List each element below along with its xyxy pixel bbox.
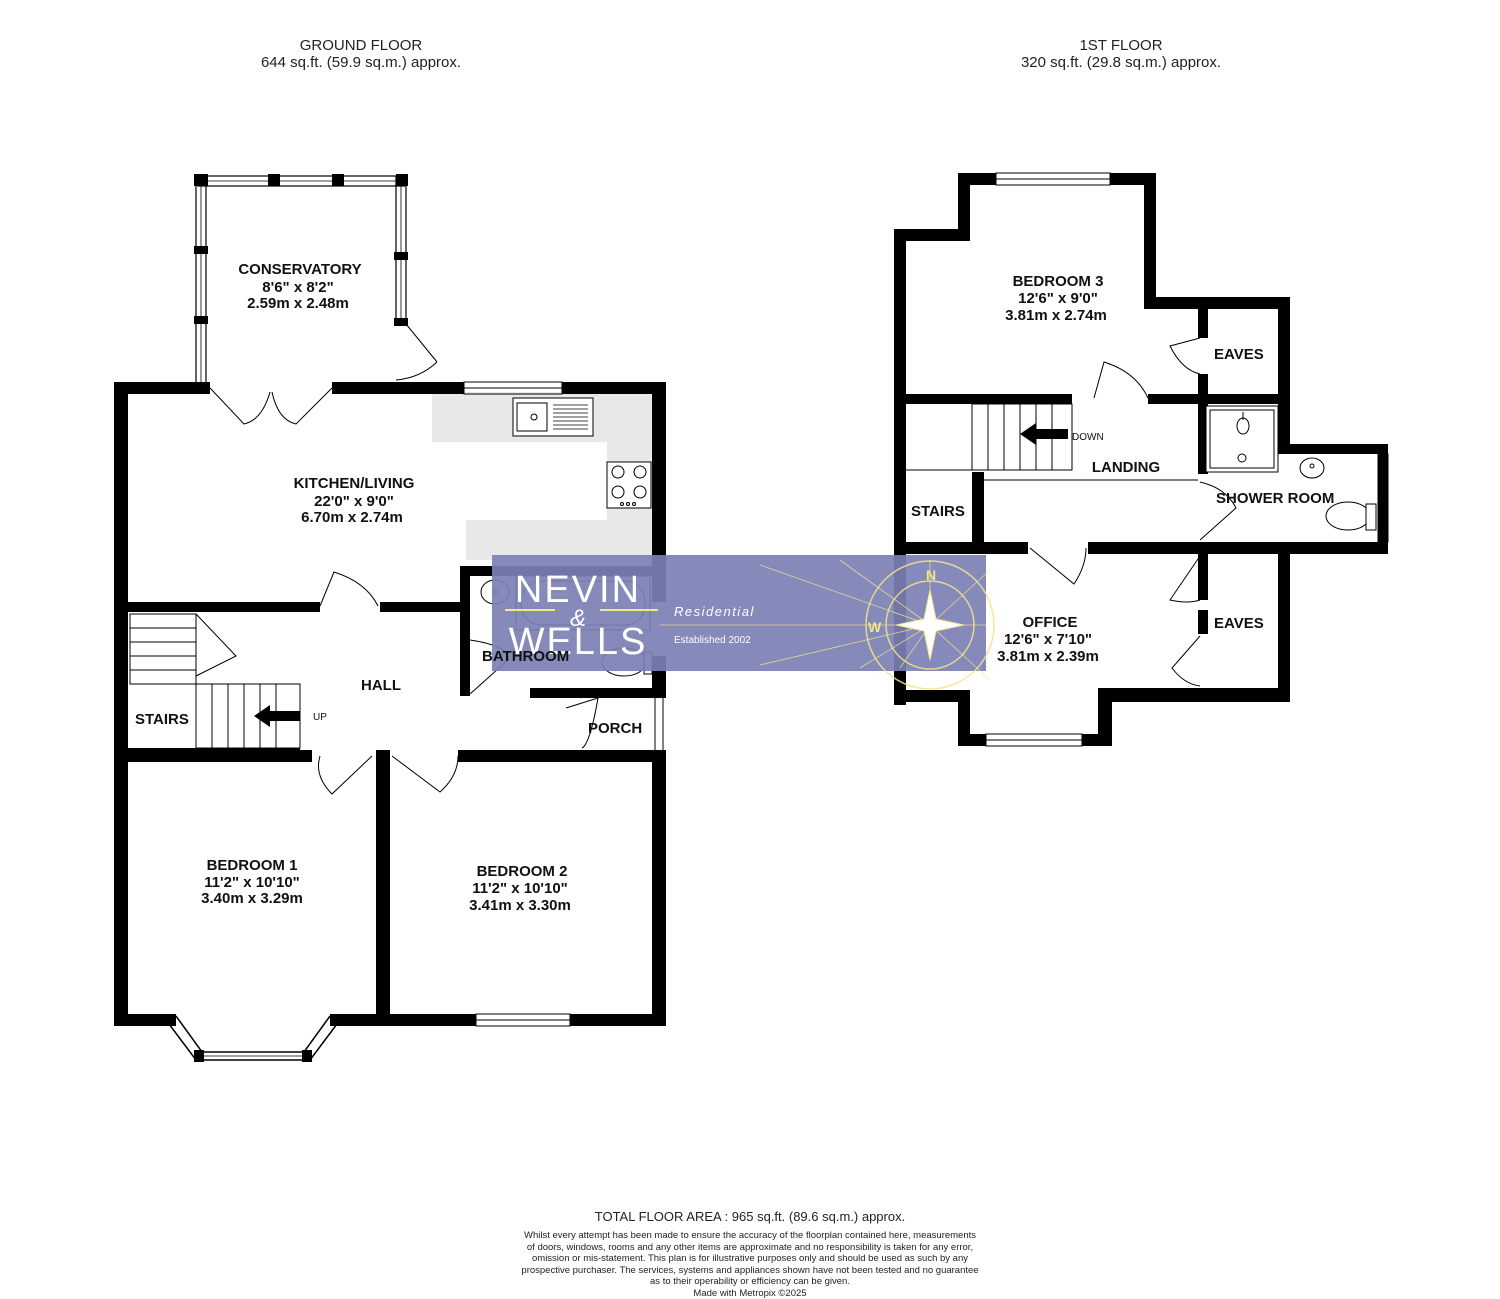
ground-stairs-label: STAIRS <box>135 711 189 728</box>
kitchen-hall-door <box>319 571 379 607</box>
hall-label: HALL <box>361 677 401 694</box>
kitchen-worktop-area <box>432 392 652 560</box>
watermark-tagline: Residential <box>674 604 755 619</box>
first-floor-title: 1ST FLOOR <box>1079 37 1163 54</box>
bedroom1-metric: 3.40m x 3.29m <box>201 890 303 907</box>
landing-label: LANDING <box>1092 459 1160 476</box>
eaves-upper-label: EAVES <box>1214 346 1264 363</box>
first-floor-stairs <box>906 403 1198 481</box>
watermark-wells: WELLS <box>509 621 648 663</box>
conservatory-name: CONSERVATORY <box>238 261 361 278</box>
first-floor-labels: BEDROOM 3 12'6" x 9'0" 3.81m x 2.74m OFF… <box>911 273 1334 665</box>
porch-label: PORCH <box>588 720 642 737</box>
first-floor-plan <box>894 172 1389 747</box>
first-floor-windows <box>985 172 1389 747</box>
watermark-amp: & <box>570 605 586 632</box>
bathroom-label: BATHROOM <box>482 648 569 665</box>
kitchen-hob <box>606 461 652 509</box>
conservatory-side-door <box>395 323 438 381</box>
first-floor-header: 1ST FLOOR 320 sq.ft. (29.8 sq.m.) approx… <box>996 37 1246 71</box>
disclaimer-line: of doors, windows, rooms and any other i… <box>526 1241 974 1253</box>
watermark-nevin: NEVIN <box>515 569 641 611</box>
disclaimer-line: Whilst every attempt has been made to en… <box>523 1230 977 1241</box>
shower-tray <box>1205 405 1279 473</box>
disclaimer: Whilst every attempt has been made to en… <box>480 1230 1020 1299</box>
bedroom1-name: BEDROOM 1 <box>207 857 298 874</box>
bedroom3-imperial: 12'6" x 9'0" <box>1018 290 1098 307</box>
bedroom2-metric: 3.41m x 3.30m <box>469 897 571 914</box>
office-metric: 3.81m x 2.39m <box>997 648 1099 665</box>
bedroom2-window <box>475 1013 571 1027</box>
watermark-rays <box>660 559 991 681</box>
bedroom1-imperial: 11'2" x 10'10" <box>204 874 300 891</box>
bedroom3-metric: 3.81m x 2.74m <box>1005 307 1107 324</box>
office-door <box>1029 547 1087 585</box>
shower-room-door <box>1199 481 1237 541</box>
ground-walls <box>114 382 666 1026</box>
disclaimer-line: as to their operability or efficiency ca… <box>650 1276 850 1287</box>
compass-rings <box>865 560 995 690</box>
conservatory-imperial: 8'6" x 8'2" <box>262 279 333 296</box>
watermark-established: Established 2002 <box>674 635 751 646</box>
stairs-up-arrow <box>254 705 300 727</box>
kitchen-metric: 6.70m x 2.74m <box>301 509 403 526</box>
watermark: N W NEVIN & WELLS Residential Establishe… <box>492 555 995 690</box>
disclaimer-line: prospective purchaser. The services, sys… <box>521 1264 979 1276</box>
compass-w: W <box>868 619 882 635</box>
stairs-down-arrow <box>1020 423 1068 445</box>
kitchen-sink <box>512 397 594 437</box>
kitchen-imperial: 22'0" x 9'0" <box>314 493 394 510</box>
eaves-lower-door-1 <box>1169 555 1201 603</box>
compass-n: N <box>926 567 936 583</box>
bedroom1-door <box>318 755 373 795</box>
shower-room-fixtures <box>1299 457 1377 531</box>
watermark-banner <box>492 555 986 671</box>
bedroom3-name: BEDROOM 3 <box>1013 273 1104 290</box>
shower-room-label: SHOWER ROOM <box>1216 490 1334 507</box>
ground-floor-title: GROUND FLOOR <box>299 37 423 54</box>
bedroom2-door <box>391 755 459 793</box>
bedroom2-name: BEDROOM 2 <box>477 863 568 880</box>
porch-door <box>565 697 599 749</box>
bedroom2-imperial: 11'2" x 10'10" <box>472 880 568 897</box>
conservatory-metric: 2.59m x 2.48m <box>247 295 349 312</box>
eaves-upper-door <box>1169 337 1201 375</box>
conservatory-mullions <box>194 174 408 326</box>
kitchen-name: KITCHEN/LIVING <box>294 475 415 492</box>
conservatory-double-door <box>209 387 333 425</box>
eaves-lower-door-2 <box>1171 635 1201 687</box>
bedroom3-door <box>1093 361 1149 399</box>
first-stairs-label: STAIRS <box>911 503 965 520</box>
stairs-up-label: UP <box>313 712 327 723</box>
first-floor-area: 320 sq.ft. (29.8 sq.m.) approx. <box>1020 54 1222 71</box>
eaves-lower-label: EAVES <box>1214 615 1264 632</box>
porch-window <box>654 695 664 753</box>
ground-floor-header: GROUND FLOOR 644 sq.ft. (59.9 sq.m.) app… <box>236 37 486 71</box>
office-name: OFFICE <box>1023 614 1078 631</box>
total-floor-area: TOTAL FLOOR AREA : 965 sq.ft. (89.6 sq.m… <box>594 1209 906 1224</box>
footer: TOTAL FLOOR AREA : 965 sq.ft. (89.6 sq.m… <box>480 1209 1020 1299</box>
made-with: Made with Metropix ©2025 <box>693 1287 807 1299</box>
stairs-down-label: DOWN <box>1072 432 1104 443</box>
kitchen-window <box>463 381 563 395</box>
office-imperial: 12'6" x 7'10" <box>1004 631 1092 648</box>
ground-floor-labels: CONSERVATORY 8'6" x 8'2" 2.59m x 2.48m K… <box>135 261 642 914</box>
bedroom1-bay-window <box>165 1015 341 1061</box>
disclaimer-line: omission or mis-statement. This plan is … <box>532 1253 968 1264</box>
ground-floor-area: 644 sq.ft. (59.9 sq.m.) approx. <box>260 54 462 71</box>
